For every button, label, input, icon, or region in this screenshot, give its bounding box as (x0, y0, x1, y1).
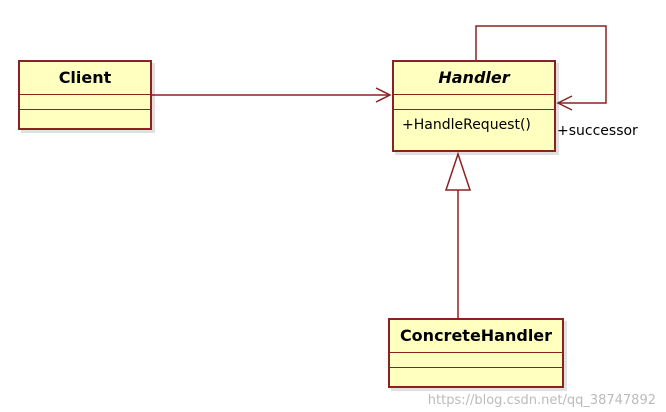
concrete-handler-class[interactable]: ConcreteHandler (388, 318, 564, 388)
client-operations-compartment (20, 109, 150, 124)
successor-arrowhead (556, 95, 573, 111)
watermark-text: https://blog.csdn.net/qq_38747892 (427, 393, 656, 408)
association-arrowhead (375, 87, 392, 103)
concrete-handler-attributes-compartment (390, 352, 562, 367)
successor-line (475, 25, 607, 104)
successor-role-label: +successor (557, 123, 638, 139)
generalization-triangle (444, 151, 472, 191)
concrete-handler-class-name: ConcreteHandler (399, 326, 553, 345)
client-attributes-compartment (20, 94, 150, 109)
generalization (444, 151, 472, 318)
client-class-name: Client (58, 68, 112, 87)
client-handler-association (152, 87, 392, 103)
handler-attributes-compartment (394, 94, 554, 109)
concrete-handler-operations-compartment (390, 367, 562, 382)
successor-self-association (475, 25, 607, 111)
handler-class-name: Handler (438, 68, 510, 87)
client-class[interactable]: Client (18, 60, 152, 130)
handler-operation: +HandleRequest() (394, 109, 554, 139)
handler-class[interactable]: Handler +HandleRequest() (392, 60, 556, 152)
